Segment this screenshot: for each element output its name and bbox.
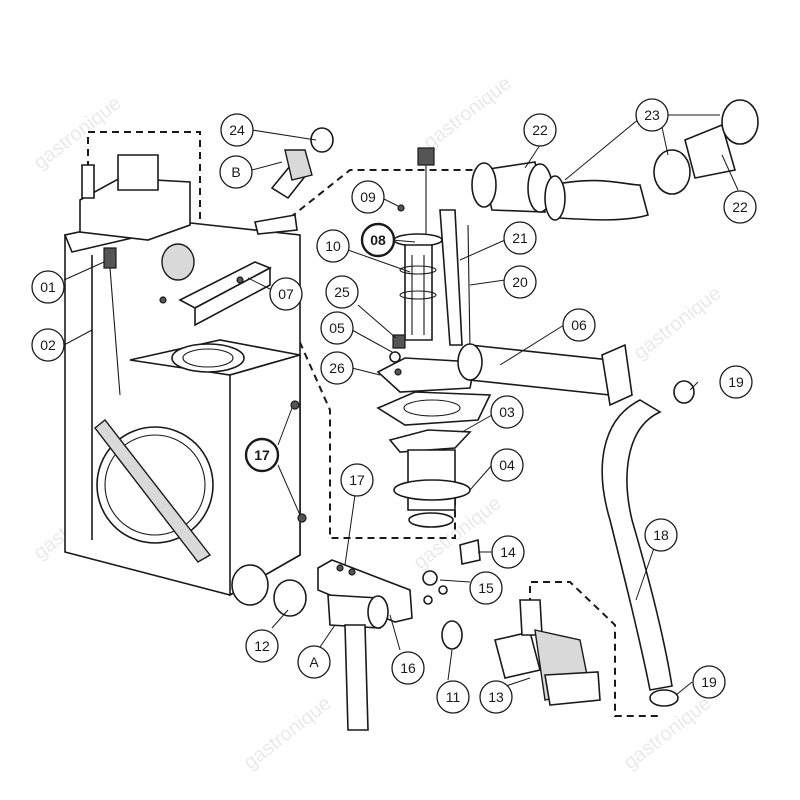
heating-element-assembly xyxy=(393,147,471,351)
svg-text:22: 22 xyxy=(732,199,748,215)
svg-text:19: 19 xyxy=(701,674,717,690)
svg-text:08: 08 xyxy=(370,232,386,248)
svg-text:17: 17 xyxy=(349,472,365,488)
callout-20: 20 xyxy=(503,265,537,299)
callout-23: 23 xyxy=(635,98,669,132)
svg-text:26: 26 xyxy=(329,360,345,376)
watermark-text: gastronique xyxy=(30,92,126,174)
svg-text:07: 07 xyxy=(278,286,294,302)
callout-01: 01 xyxy=(31,270,65,304)
svg-text:18: 18 xyxy=(653,527,669,543)
level-sensor xyxy=(103,247,121,396)
svg-text:06: 06 xyxy=(571,317,587,333)
callout-a: A xyxy=(297,645,331,679)
mounting-bracket xyxy=(178,261,272,327)
svg-text:05: 05 xyxy=(329,320,345,336)
svg-text:02: 02 xyxy=(40,337,56,353)
callout-11: 11 xyxy=(436,680,470,714)
callout-13: 13 xyxy=(479,680,513,714)
callout-03: 03 xyxy=(490,395,524,429)
callout-22-upper: 22 xyxy=(523,113,557,147)
callout-17-lower: 17 xyxy=(340,463,374,497)
svg-text:09: 09 xyxy=(360,189,376,205)
svg-text:01: 01 xyxy=(40,279,56,295)
lower-bracket xyxy=(317,538,481,623)
svg-text:17: 17 xyxy=(254,447,270,463)
svg-text:10: 10 xyxy=(325,238,341,254)
fasteners xyxy=(389,204,406,363)
svg-text:04: 04 xyxy=(499,457,515,473)
svg-text:21: 21 xyxy=(512,230,528,246)
callout-17-side: 17 xyxy=(244,437,280,473)
callout-09: 09 xyxy=(351,180,385,214)
callout-05: 05 xyxy=(320,311,354,345)
callout-25: 25 xyxy=(325,275,359,309)
drain-pump xyxy=(441,599,601,706)
svg-text:B: B xyxy=(231,164,240,180)
svg-text:A: A xyxy=(309,654,319,670)
callout-24: 24 xyxy=(220,113,254,147)
tank-body xyxy=(63,217,301,606)
callout-10: 10 xyxy=(316,229,350,263)
svg-text:19: 19 xyxy=(728,374,744,390)
callout-22-right: 22 xyxy=(723,190,757,224)
callout-b: B xyxy=(219,155,253,189)
svg-text:22: 22 xyxy=(532,122,548,138)
svg-text:03: 03 xyxy=(499,404,515,420)
tank-top-cover xyxy=(79,154,191,241)
watermark-text: gastronique xyxy=(630,282,726,364)
callout-12: 12 xyxy=(245,629,279,663)
callout-26: 26 xyxy=(320,351,354,385)
callout-15: 15 xyxy=(469,571,503,605)
outlet-pipe xyxy=(457,343,633,407)
leader-lines xyxy=(63,114,739,696)
svg-text:25: 25 xyxy=(334,284,350,300)
callout-07: 07 xyxy=(269,277,303,311)
svg-text:24: 24 xyxy=(229,122,245,138)
callout-19-upper: 19 xyxy=(719,365,753,399)
callout-16: 16 xyxy=(391,651,425,685)
callout-19-lower: 19 xyxy=(692,665,726,699)
watermark-text: gastronique xyxy=(420,72,516,154)
side-bolts xyxy=(290,400,307,523)
callout-14: 14 xyxy=(491,535,525,569)
upper-hoses xyxy=(471,99,759,221)
svg-text:23: 23 xyxy=(644,107,660,123)
svg-text:13: 13 xyxy=(488,689,504,705)
svg-text:11: 11 xyxy=(446,689,461,705)
callout-08: 08 xyxy=(360,222,396,258)
callout-06: 06 xyxy=(562,308,596,342)
svg-text:14: 14 xyxy=(500,544,516,560)
hose-b xyxy=(254,127,334,235)
callouts: 24 B 09 08 22 23 22 10 21 01 07 25 20 02… xyxy=(31,98,757,714)
callout-18: 18 xyxy=(644,518,678,552)
callout-04: 04 xyxy=(490,448,524,482)
hose-a xyxy=(273,579,389,731)
callout-02: 02 xyxy=(31,328,65,362)
flange-plates xyxy=(376,357,492,528)
svg-text:20: 20 xyxy=(512,274,528,290)
svg-text:16: 16 xyxy=(400,660,416,676)
watermark-text: gastronique xyxy=(240,692,336,774)
drain-hose xyxy=(601,380,695,707)
svg-text:15: 15 xyxy=(478,580,494,596)
svg-text:12: 12 xyxy=(254,638,270,654)
callout-21: 21 xyxy=(503,221,537,255)
